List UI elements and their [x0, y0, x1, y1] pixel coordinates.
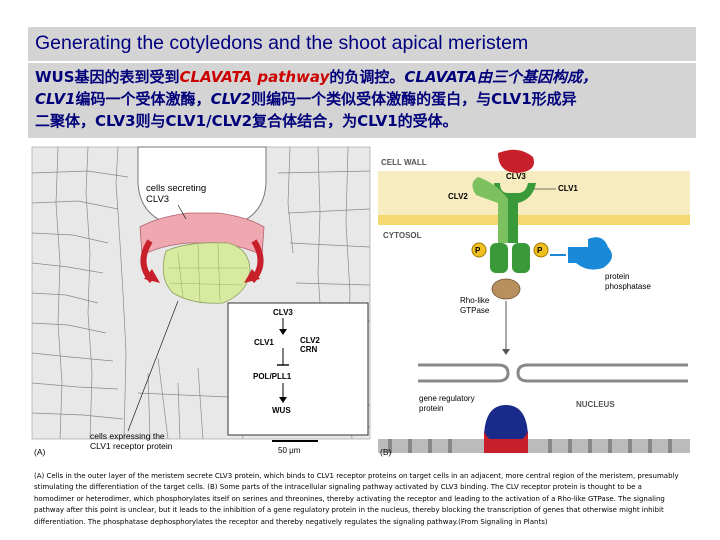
intro-text: WUS基因的表到受到CLAVATA pathway的负调控。CLAVATA由三个…: [35, 66, 690, 132]
inset-clv3: CLV3: [273, 308, 293, 317]
panel-b-label: (B): [380, 447, 392, 457]
dna-strand: [378, 439, 690, 453]
label-receptor-1: cells expressing the: [90, 431, 165, 441]
clv2-label-b: CLV2: [448, 192, 468, 201]
clv1-label-b: CLV1: [558, 184, 578, 193]
phosphatase-label-2: phosphatase: [605, 282, 651, 291]
label-receptor-2: CLV1 receptor protein: [90, 441, 173, 451]
membrane: [378, 215, 690, 225]
p-left-label: P: [475, 246, 481, 255]
gene-regulatory-protein: [484, 405, 528, 439]
inset-clv2: CLV2: [300, 336, 320, 345]
clv2-receptor: [472, 177, 508, 243]
intro-line2-b: 编码一个受体激酶，: [75, 90, 211, 108]
rho-label-1: Rho-like: [460, 296, 490, 305]
phosphate-right: [533, 242, 549, 258]
cytosol-label: CYTOSOL: [383, 231, 422, 240]
label-secreting-1: cells secreting: [146, 183, 206, 194]
intro-line1-c: CLAVATA由三个基因构成，: [404, 68, 597, 86]
phosphate-left: [471, 242, 487, 258]
intro-line2-a: CLV1: [35, 90, 76, 108]
p-right-label: P: [537, 246, 543, 255]
gene-reg-label-1: gene regulatory: [419, 394, 475, 403]
nuclear-envelope-left: [418, 363, 510, 383]
figure-caption: (A) Cells in the outer layer of the meri…: [34, 472, 679, 526]
phosphatase-label-1: protein: [605, 272, 629, 281]
protein-phosphatase: [568, 237, 612, 270]
title-bar: Generating the cotyledons and the shoot …: [28, 27, 696, 63]
inset-pathway-box: [227, 302, 369, 436]
clv3-ligand: [498, 149, 534, 173]
panel-a-label: (A): [34, 447, 46, 457]
cell-wall-label: CELL WALL: [381, 158, 427, 167]
panel-a: cells secreting CLV3 CLV3 CLV1 CLV2 CRN …: [28, 143, 373, 457]
scale-bar-label: 50 μm: [278, 446, 301, 455]
nucleus-label: NUCLEUS: [576, 400, 615, 409]
gene-reg-label-2: protein: [419, 404, 443, 413]
panel-b: CELL WALL CYTOSOL CLV3 CLV2 CLV1 P P Rho…: [376, 143, 694, 459]
intro-line2-c: CLV2: [210, 90, 252, 108]
nuclear-envelope-right: [516, 363, 688, 383]
label-secreting-2: CLV3: [146, 194, 169, 205]
figure-svg: cells secreting CLV3 CLV3 CLV1 CLV2 CRN …: [28, 143, 694, 459]
cell-wall: [378, 171, 690, 215]
inset-crn: CRN: [300, 345, 318, 354]
inset-wus: WUS: [272, 406, 291, 415]
slide-title: Generating the cotyledons and the shoot …: [35, 32, 529, 54]
intro-line1-b: 的负调控。: [329, 68, 405, 86]
rho-label-2: GTPase: [460, 306, 490, 315]
clv1-receptor-cells: [162, 242, 251, 304]
intro-clavata-pathway: CLAVATA pathway: [179, 68, 330, 86]
clv3-label-b: CLV3: [506, 172, 526, 181]
intro-box: WUS基因的表到受到CLAVATA pathway的负调控。CLAVATA由三个…: [28, 63, 696, 138]
rho-gtpase: [491, 278, 521, 300]
inset-pol: POL/PLL1: [253, 372, 292, 381]
intro-line1-a: WUS基因的表到受到: [35, 68, 180, 86]
inset-clv1: CLV1: [254, 338, 274, 347]
intro-line2-d: 则编码一个类似受体激酶的蛋白，与CLV1形成异: [251, 90, 577, 108]
intro-line3: 二聚体，CLV3则与CLV1/CLV2复合体结合，为CLV1的受体。: [35, 112, 458, 130]
figure: cells secreting CLV3 CLV3 CLV1 CLV2 CRN …: [28, 143, 696, 459]
